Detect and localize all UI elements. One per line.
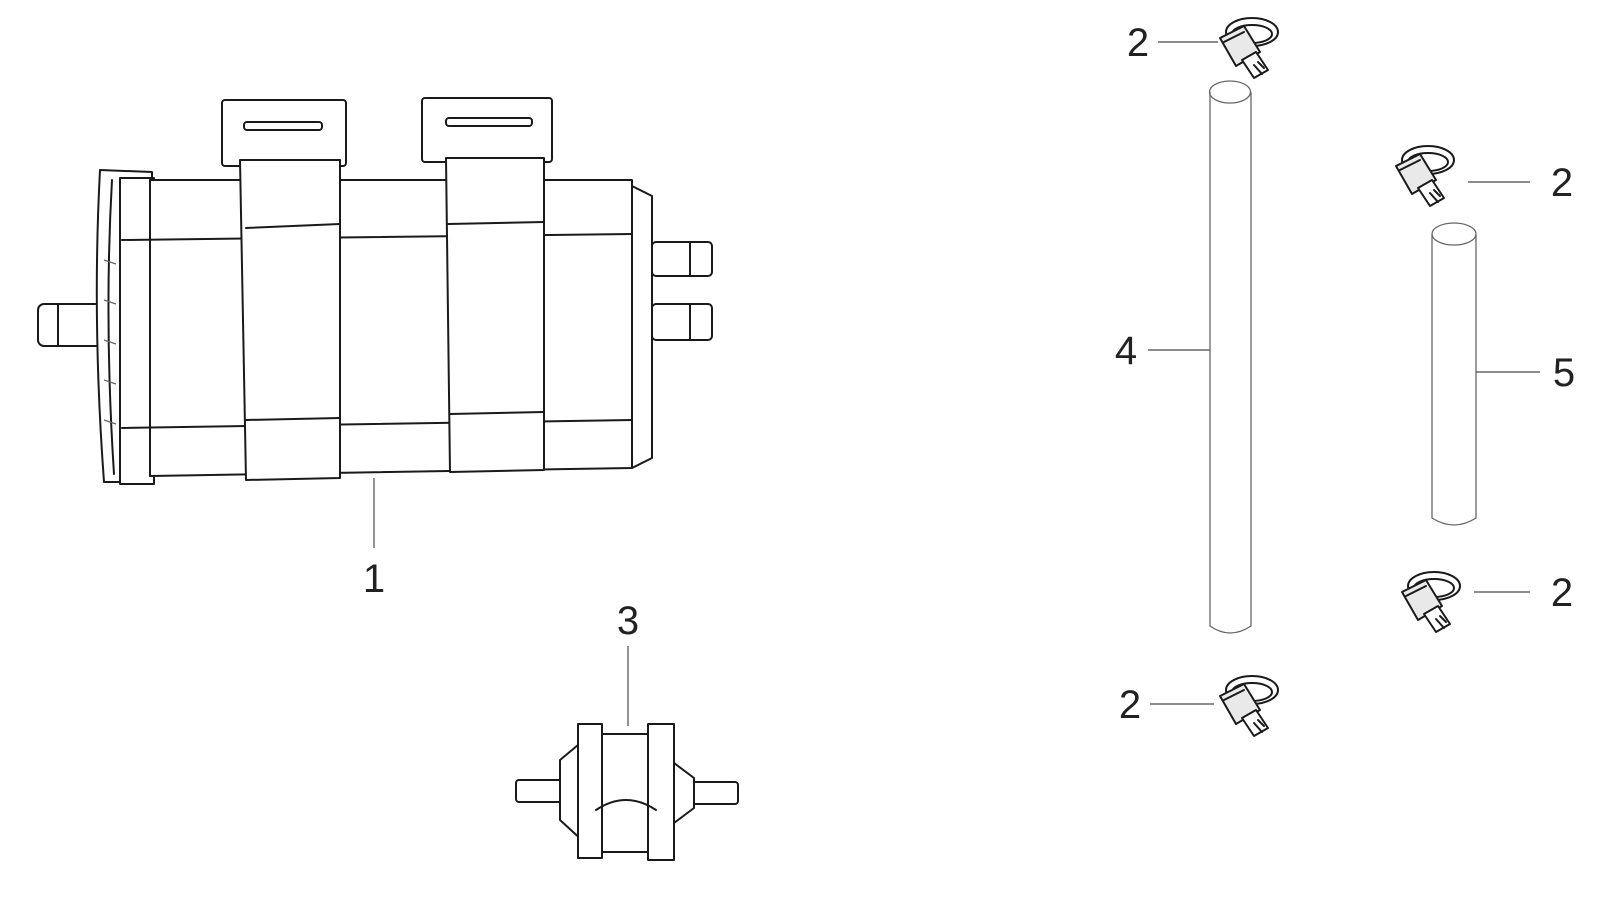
hose-short — [1431, 222, 1477, 526]
inline-filter — [515, 723, 739, 861]
callout-2-top-right: 2 — [1551, 161, 1573, 205]
callout-2-mid-right: 2 — [1551, 571, 1573, 615]
callout-1: 1 — [363, 557, 385, 601]
hose-clamp-top-center — [1219, 17, 1279, 79]
hose-clamp-top-right — [1395, 145, 1455, 207]
callout-2-bottom-center: 2 — [1119, 683, 1141, 727]
callout-2-top-center: 2 — [1127, 21, 1149, 65]
hose-long — [1208, 80, 1252, 634]
hose-clamp-mid-right — [1401, 571, 1461, 633]
hose-clamp-bottom-center — [1219, 675, 1279, 737]
filter-housing — [37, 97, 713, 485]
callout-3: 3 — [617, 599, 639, 643]
callout-5: 5 — [1553, 351, 1575, 395]
callout-4: 4 — [1115, 329, 1137, 373]
